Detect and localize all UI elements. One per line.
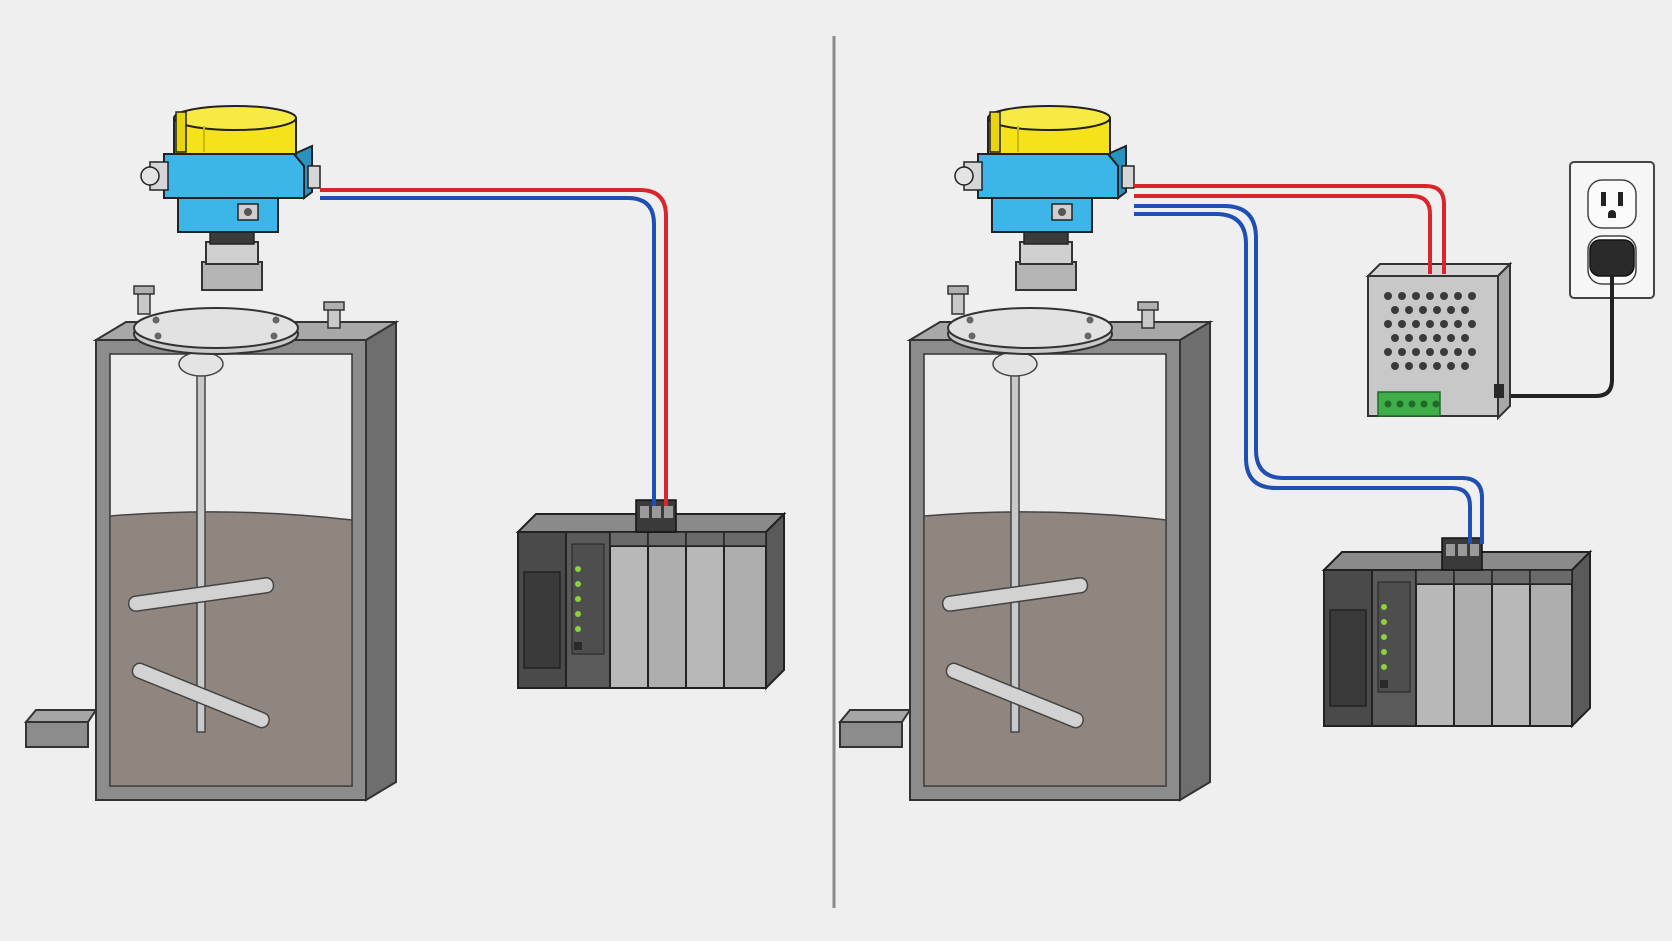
power-supply-icon: [1365, 261, 1513, 421]
right-panel: [839, 105, 1655, 801]
power-cord: [1500, 274, 1614, 398]
power-positive-wire: [1134, 184, 1446, 274]
tank-icon: [25, 285, 397, 801]
level-transmitter-icon: [954, 105, 1135, 291]
power-return-wire: [1134, 194, 1432, 274]
tank-icon: [839, 285, 1211, 801]
signal-positive-wire: [1134, 204, 1484, 544]
wall-outlet-icon: [1569, 161, 1655, 299]
plc-icon: [517, 499, 785, 689]
plug-icon: [1589, 239, 1635, 277]
plc-icon: [1323, 537, 1591, 727]
negative-wire: [320, 196, 656, 506]
positive-wire: [320, 188, 668, 506]
left-panel: [25, 105, 785, 801]
signal-negative-wire: [1134, 212, 1472, 544]
level-transmitter-icon: [140, 105, 321, 291]
